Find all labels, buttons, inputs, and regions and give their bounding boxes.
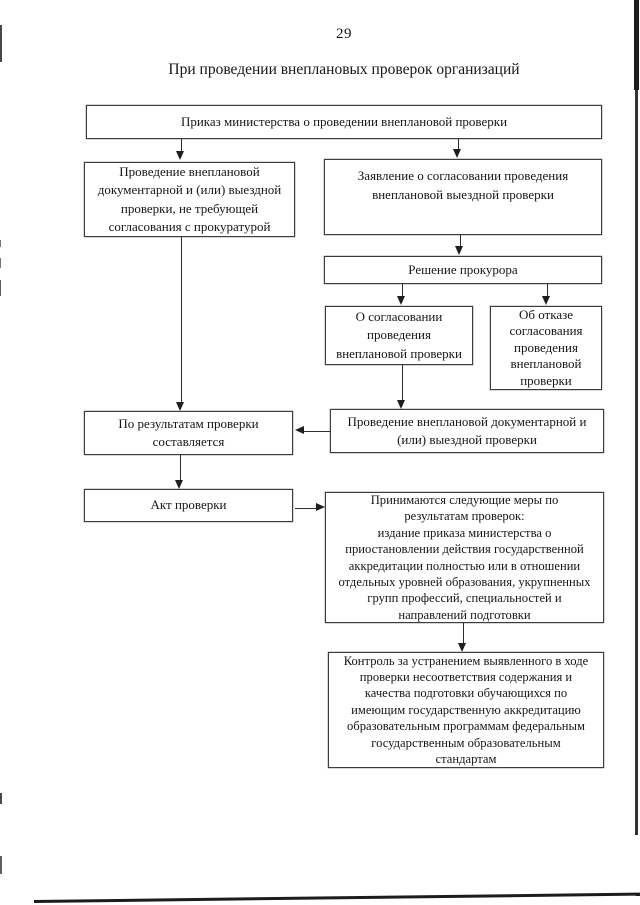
node-inspection-act-label: Акт проверки — [150, 497, 227, 513]
scan-edge-bottom-line — [33, 892, 640, 904]
arrow-noapproval-to-results-head — [176, 402, 185, 411]
arrow-decision-to-refused-line — [546, 284, 548, 296]
chart-title: При проведении внеплановых проверок орга… — [168, 61, 520, 78]
page-number: 29 — [336, 26, 352, 42]
arrow-noapproval-to-results-line — [180, 237, 182, 402]
arrow-granted-to-conducted-head — [397, 400, 406, 409]
node-approval-refused-label: Об отказе согласования проведения внепла… — [509, 306, 583, 388]
node-no-prosecutor-approval-label: Проведение внеплановой документарной и (… — [97, 163, 282, 235]
scan-edge-left-mark-3 — [0, 258, 2, 268]
node-approval-application: Заявление о согласовании проведения внеп… — [324, 159, 602, 235]
arrow-results-to-act-line — [179, 455, 181, 480]
arrow-decision-to-refused-head — [542, 296, 551, 305]
node-inspection-conducted: Проведение внеплановой документарной и (… — [330, 409, 604, 453]
arrow-decision-to-granted-line — [401, 284, 403, 296]
arrow-conducted-to-results-line — [304, 430, 330, 432]
arrow-decision-to-granted-head — [397, 296, 406, 305]
arrow-measures-to-control-head — [458, 643, 467, 652]
node-results-drawn-label: По результатам проверки составляется — [118, 415, 259, 450]
scan-edge-left-mark-1 — [0, 25, 2, 62]
node-inspection-act: Акт проверки — [84, 489, 293, 522]
arrow-measures-to-control-line — [462, 623, 464, 643]
node-measures: Принимаются следующие меры по результата… — [325, 492, 604, 623]
node-approval-refused: Об отказе согласования проведения внепла… — [490, 306, 602, 390]
scan-edge-left-mark-4 — [0, 280, 2, 296]
arrow-order-to-left-line — [180, 139, 182, 152]
node-measures-label: Принимаются следующие меры по результата… — [338, 492, 591, 622]
scan-edge-right-top — [634, 0, 639, 90]
node-control: Контроль за устранением выявленного в хо… — [328, 652, 604, 768]
node-results-drawn: По результатам проверки составляется — [84, 411, 293, 455]
node-approval-application-label: Заявление о согласовании проведения внеп… — [357, 168, 569, 202]
scan-edge-right-line — [635, 0, 638, 835]
arrow-order-to-right-head — [453, 149, 462, 158]
arrow-act-to-measures-head — [316, 503, 325, 512]
node-prosecutor-decision: Решение прокурора — [324, 256, 602, 284]
arrow-order-to-left-head — [176, 151, 185, 160]
node-inspection-conducted-label: Проведение внеплановой документарной и (… — [347, 413, 587, 448]
node-ministry-order-label: Приказ министерства о проведении внеплан… — [180, 113, 508, 129]
arrow-order-to-right-line — [457, 139, 459, 149]
node-prosecutor-decision-label: Решение прокурора — [408, 261, 518, 277]
arrow-granted-to-conducted-line — [401, 365, 403, 400]
arrow-application-to-decision-head — [455, 246, 464, 255]
scan-edge-left-mark-2 — [0, 240, 2, 247]
arrow-conducted-to-results-head — [295, 426, 304, 435]
node-control-label: Контроль за устранением выявленного в хо… — [343, 653, 589, 767]
arrow-application-to-decision-line — [459, 235, 461, 246]
scan-edge-left-mark-6 — [0, 856, 2, 874]
node-no-prosecutor-approval: Проведение внеплановой документарной и (… — [84, 162, 295, 237]
arrow-act-to-measures-line — [295, 507, 316, 509]
arrow-results-to-act-head — [175, 480, 184, 489]
scan-edge-left-mark-5 — [0, 793, 2, 804]
node-ministry-order: Приказ министерства о проведении внеплан… — [86, 105, 602, 139]
node-approval-granted-label: О согласовании проведения внеплановой пр… — [336, 308, 462, 361]
node-approval-granted: О согласовании проведения внеплановой пр… — [325, 306, 473, 365]
